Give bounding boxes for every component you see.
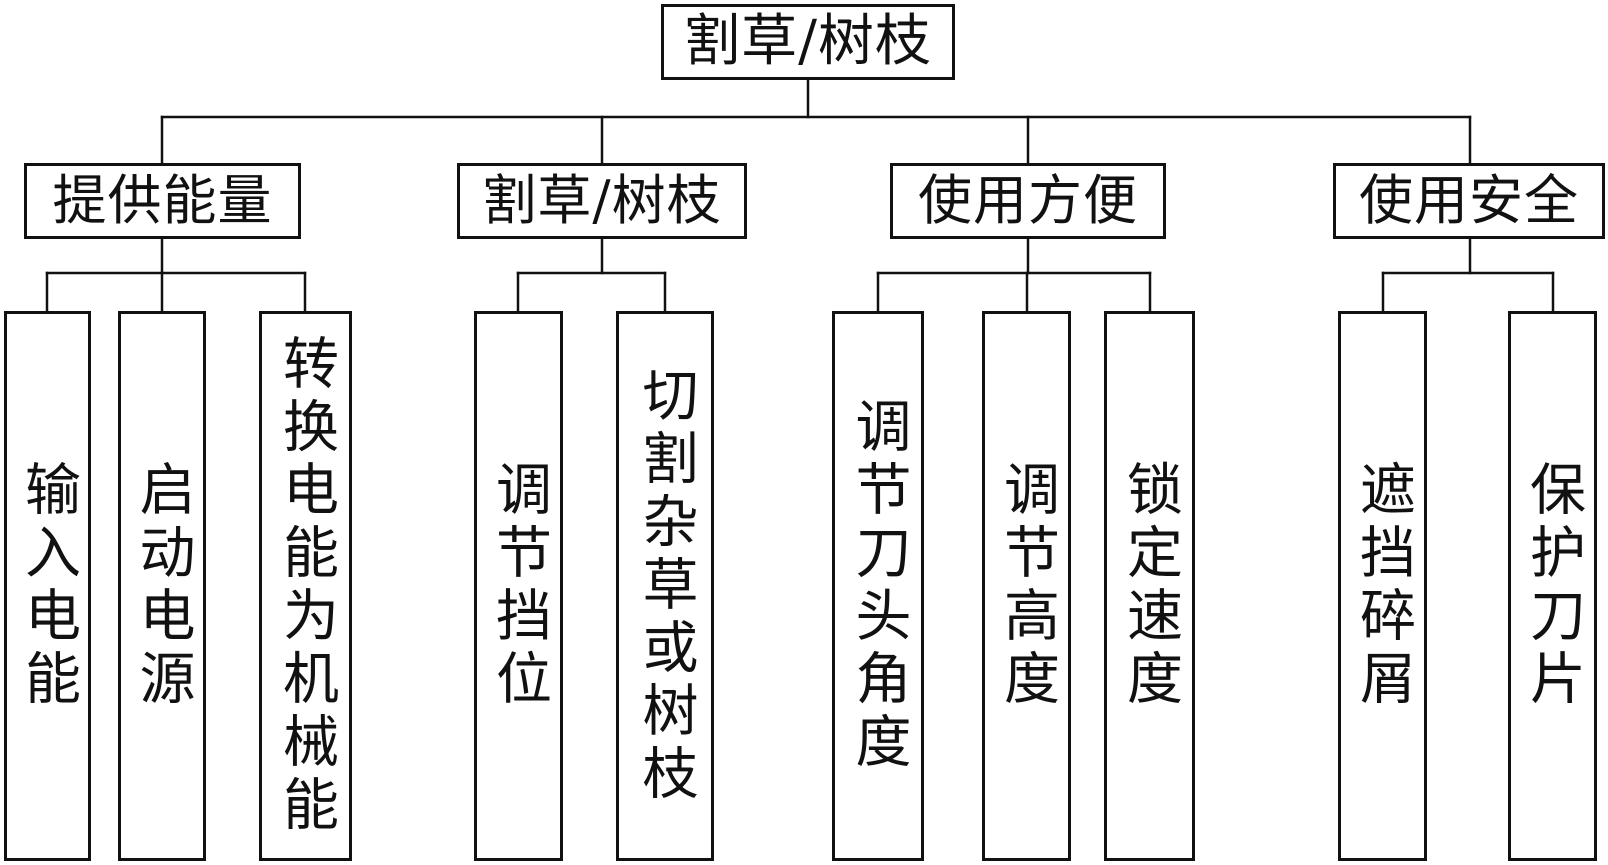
group-node-label: 使用方便 [918,169,1138,232]
leaf-node: 保护刀片 [1508,311,1597,861]
leaf-node: 转换电能为机械能 [259,311,352,861]
leaf-node-label: 调节高度 [994,460,1060,712]
leaf-node-label: 调节刀头角度 [846,397,911,775]
group-node-cutting: 割草/树枝 [457,163,747,239]
group-node-label: 使用安全 [1359,169,1579,232]
group-node-label: 提供能量 [52,169,273,232]
root-node: 割草/树枝 [661,4,955,80]
leaf-node: 调节挡位 [474,311,563,861]
leaf-node-label: 锁定速度 [1117,460,1183,712]
leaf-node-label: 启动电源 [130,460,195,712]
leaf-node: 输入电能 [4,311,91,861]
leaf-node-label: 切割杂草或树枝 [633,365,698,807]
leaf-node-label: 调节挡位 [486,460,552,712]
group-node-safety: 使用安全 [1333,163,1605,239]
root-node-label: 割草/树枝 [684,9,932,74]
group-node-convenience: 使用方便 [890,163,1166,239]
leaf-node-label: 保护刀片 [1520,460,1586,712]
leaf-node: 切割杂草或树枝 [616,311,714,861]
leaf-node: 调节高度 [982,311,1071,861]
leaf-node: 遮挡碎屑 [1338,311,1427,861]
leaf-node-label: 遮挡碎屑 [1350,460,1416,712]
leaf-node: 锁定速度 [1104,311,1195,861]
leaf-node: 启动电源 [118,311,206,861]
leaf-node: 调节刀头角度 [832,311,924,861]
leaf-node-label: 转换电能为机械能 [273,334,339,838]
group-node-energy: 提供能量 [24,163,301,239]
group-node-label: 割草/树枝 [482,169,722,232]
leaf-node-label: 输入电能 [15,460,81,712]
